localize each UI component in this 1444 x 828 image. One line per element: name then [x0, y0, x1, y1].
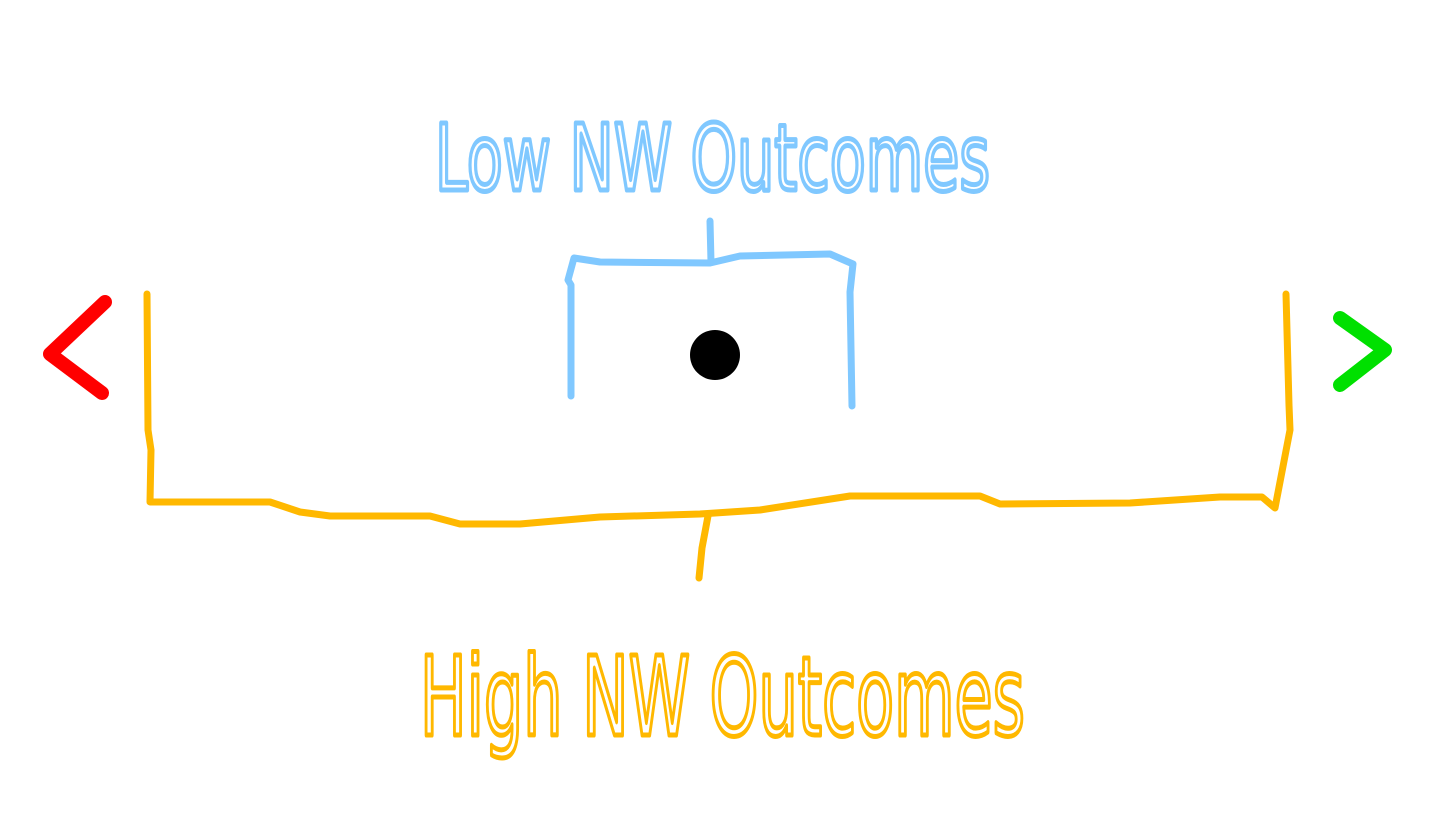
current-position-dot: [690, 330, 740, 380]
left-arrowhead-icon: [43, 295, 112, 400]
low-nw-bracket: [564, 217, 857, 410]
high-nw-outcomes-label: High NW Outcomes: [420, 633, 1025, 761]
high-nw-bracket: [143, 290, 1294, 582]
low-nw-outcomes-label: Low NW Outcomes: [435, 105, 990, 212]
right-arrowhead-icon: [1333, 311, 1392, 392]
